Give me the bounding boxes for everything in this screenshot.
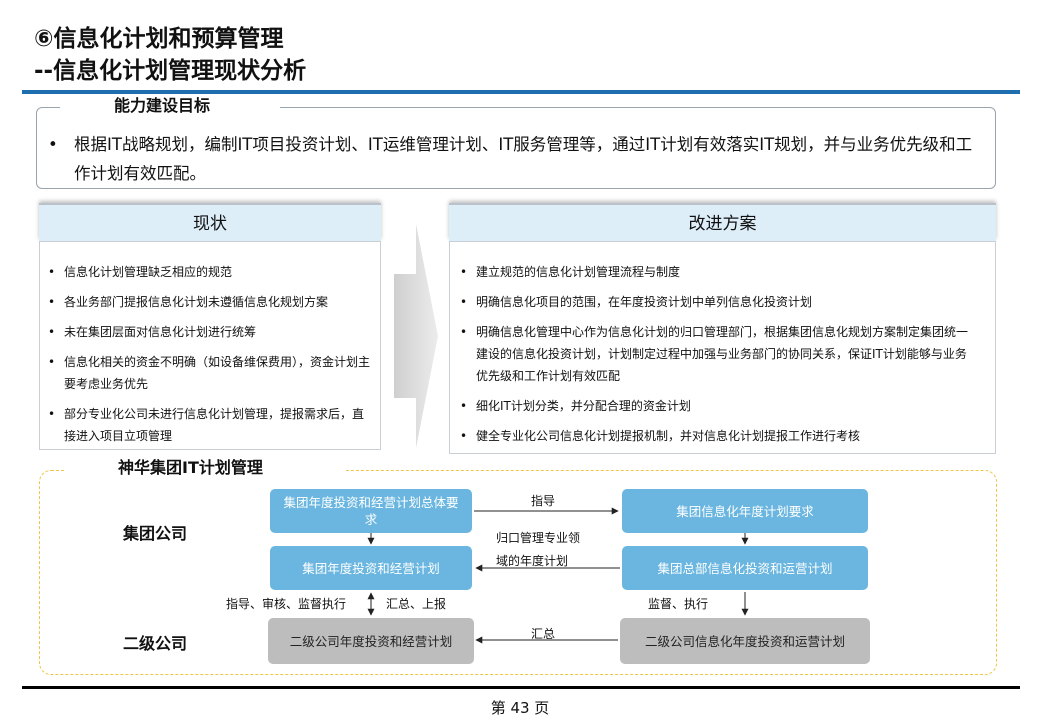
- label-summary-report: 汇总、上报: [386, 597, 447, 611]
- transition-arrow-icon: [394, 224, 438, 448]
- improve-item: 建立规范的信息化计划管理流程与制度: [460, 261, 981, 283]
- goal-bullet: •: [48, 135, 58, 154]
- page-number: 第 43 页: [490, 699, 550, 717]
- row-label-group: 集团公司: [123, 524, 188, 543]
- label-summary: 汇总: [531, 627, 556, 641]
- current-item: 信息化计划管理缺乏相应的规范: [48, 261, 370, 283]
- label-central-line1: 归口管理专业领: [496, 531, 581, 545]
- current-item: 信息化相关的资金不明确（如设备维保费用），资金计划主要考虑业务优先: [48, 351, 370, 395]
- improve-item: 明确信息化项目的范围，在年度投资计划中单列信息化投资计划: [460, 291, 981, 313]
- current-panel-heading: 现状: [39, 203, 381, 241]
- node-subsidiary-it-plan: 二级公司信息化年度投资和运营计划: [620, 618, 870, 664]
- title-divider: [22, 90, 1020, 94]
- goal-box: [36, 107, 996, 189]
- page-title-line1: ⑥信息化计划和预算管理: [34, 26, 284, 52]
- node-group-it-requirements: 集团信息化年度计划要求: [622, 489, 868, 533]
- current-panel-body: 信息化计划管理缺乏相应的规范 各业务部门提报信息化计划未遵循信息化规划方案 未在…: [39, 241, 381, 450]
- row-label-subsidiary: 二级公司: [123, 634, 188, 653]
- node-group-annual-requirements: 集团年度投资和经营计划总体要求: [270, 489, 472, 533]
- org-flow-box: [39, 470, 997, 675]
- goal-text-content: 根据IT战略规划，编制IT项目投资计划、IT运维管理计划、IT服务管理等，通过I…: [74, 135, 973, 183]
- improve-item: 明确信息化管理中心作为信息化计划的归口管理部门，根据集团信息化规划方案制定集团统…: [460, 321, 981, 387]
- improve-panel-body: 建立规范的信息化计划管理流程与制度 明确信息化项目的范围，在年度投资计划中单列信…: [449, 241, 996, 454]
- improve-list: 建立规范的信息化计划管理流程与制度 明确信息化项目的范围，在年度投资计划中单列信…: [460, 261, 981, 447]
- improve-panel-heading: 改进方案: [449, 203, 996, 241]
- goal-text: • 根据IT战略规划，编制IT项目投资计划、IT运维管理计划、IT服务管理等，通…: [48, 130, 988, 188]
- node-hq-it-plan: 集团总部信息化投资和运营计划: [622, 546, 868, 590]
- current-item: 未在集团层面对信息化计划进行统筹: [48, 321, 370, 343]
- improve-item: 健全专业化公司信息化计划提报机制，并对信息化计划提报工作进行考核: [460, 425, 981, 447]
- footer-divider: [22, 686, 1020, 689]
- improve-item: 细化IT计划分类，并分配合理的资金计划: [460, 395, 981, 417]
- node-subsidiary-annual-plan: 二级公司年度投资和经营计划: [268, 618, 474, 664]
- label-guide: 指导: [531, 494, 556, 508]
- page-title-line2: --信息化计划管理现状分析: [34, 58, 307, 84]
- current-item: 部分专业化公司未进行信息化计划管理，提报需求后，直接进入项目立项管理: [48, 403, 370, 447]
- label-guide-review: 指导、审核、监督执行: [226, 597, 347, 611]
- org-flow-heading: 神华集团IT计划管理: [66, 457, 346, 479]
- current-item: 各业务部门提报信息化计划未遵循信息化规划方案: [48, 291, 370, 313]
- current-list: 信息化计划管理缺乏相应的规范 各业务部门提报信息化计划未遵循信息化规划方案 未在…: [48, 261, 370, 447]
- node-group-annual-plan: 集团年度投资和经营计划: [270, 546, 472, 590]
- label-central-line2: 域的年度计划: [496, 554, 569, 568]
- label-supervise: 监督、执行: [648, 597, 709, 611]
- goal-heading: 能力建设目标: [60, 95, 280, 117]
